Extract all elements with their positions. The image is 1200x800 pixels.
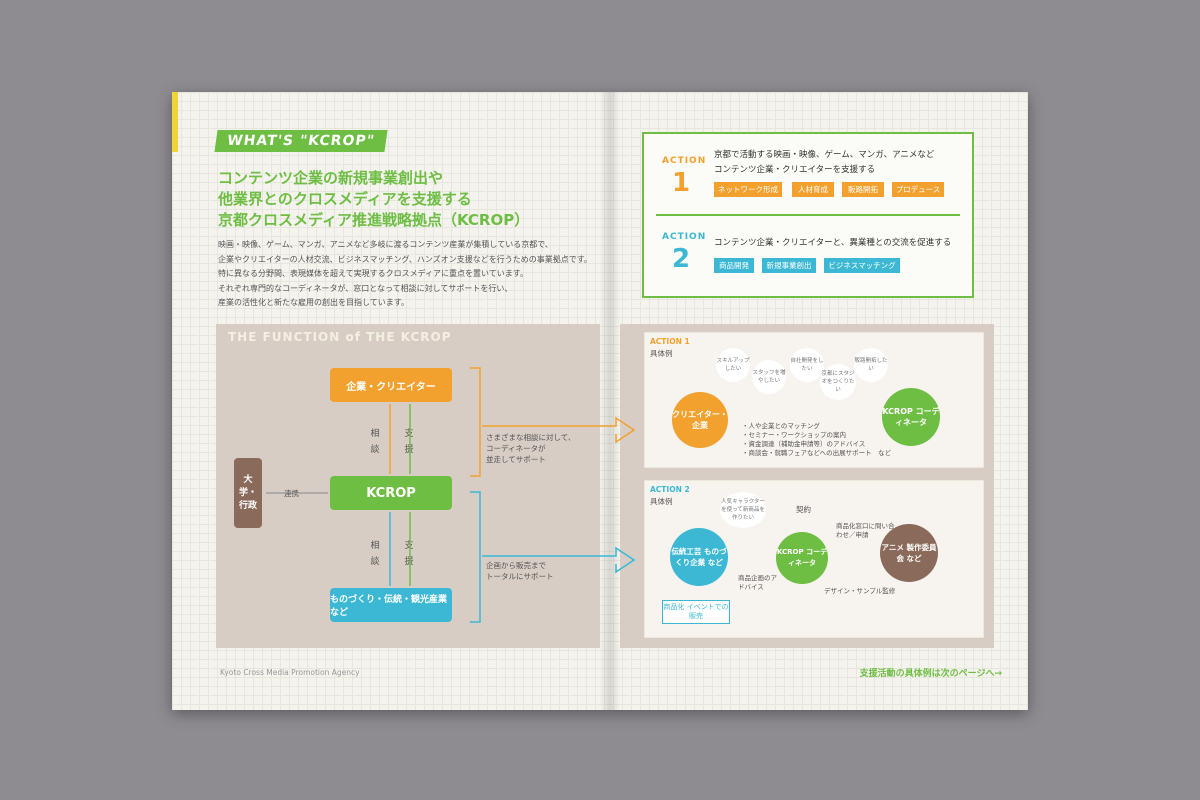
note-line: コーディネータが (486, 444, 546, 453)
bubble: 人気キャラクターを使って新商品を作りたい (720, 492, 766, 528)
action1-number: 1 (672, 168, 691, 198)
soudan-label: 相談 (370, 429, 380, 455)
action1-text-line: コンテンツ企業・クリエイターを支援する (714, 165, 876, 175)
example2-sub: 具体例 (650, 497, 673, 506)
result-box: 商品化 イベントでの販売 (662, 600, 730, 624)
chip-network: ネットワーク形成 (714, 182, 782, 197)
item-line: ・セミナー・ワークショップの案内 (742, 431, 846, 439)
bracket-orange (470, 367, 481, 477)
note-line: 並走してサポート (486, 455, 546, 464)
kcrop-circle: KCROP コーディネータ (882, 388, 940, 446)
bubble: 自社開発をしたい (790, 348, 824, 382)
bubble: スキルアップしたい (716, 348, 750, 382)
note-line: トータルにサポート (486, 572, 554, 581)
contract-label: 契約 (796, 505, 811, 514)
action1-text-line: 京都で活動する映画・映像、ゲーム、マンガ、アニメなど (714, 150, 935, 160)
chip-sales: 販路開拓 (842, 182, 884, 197)
action-box: ACTION 1 京都で活動する映画・映像、ゲーム、マンガ、アニメなど コンテン… (642, 132, 974, 298)
item-line: ・商談会・就職フェアなどへの出展サポート など (742, 449, 892, 457)
lead-line: 他業界とのクロスメディアを支援する (218, 190, 472, 208)
action2-label: ACTION (662, 232, 707, 242)
soudan-label-2: 相談 (370, 541, 380, 567)
example1-items: ・人や企業とのマッチング ・セミナー・ワークショップの案内 ・資金調達（補助金申… (742, 422, 891, 458)
body-line: 企業やクリエイターの人材交流、ビジネスマッチング、ハンズオン支援などを行うための… (218, 254, 592, 264)
lead-heading: コンテンツ企業の新規事業創出や 他業界とのクロスメディアを支援する 京都クロスメ… (218, 168, 529, 231)
bracket-blue (470, 491, 481, 623)
next-page-link[interactable]: 支援活動の具体例は次のページへ→ (859, 669, 1002, 679)
arrow-right-blue (482, 546, 636, 574)
university-box: 大学・行政 (234, 458, 262, 528)
industry-box: ものづくり・伝統・観光産業など (330, 588, 452, 622)
craft-circle: 伝統工芸 ものづくり企業 など (670, 528, 728, 586)
action-divider (656, 214, 960, 216)
kcrop-box: KCROP (330, 476, 452, 510)
function-title: THE FUNCTION of THE KCROP (228, 330, 452, 344)
creator-circle: クリエイター・企業 (672, 392, 728, 448)
chip-produce: プロデュース (892, 182, 944, 197)
item-line: ・人や企業とのマッチング (742, 422, 820, 430)
anime-circle: アニメ 製作委員会 など (880, 524, 938, 582)
footer-left: Kyoto Cross Media Promotion Agency (220, 668, 360, 677)
body-line: それぞれ専門的なコーディネータが、窓口となって相談に対してサポートを行い、 (218, 283, 513, 293)
chip-talent: 人材育成 (792, 182, 834, 197)
note-1: さまざまな相談に対して、 コーディネータが 並走してサポート (486, 432, 575, 465)
note-line: 企画から販売まで (486, 561, 546, 570)
item-line: ・資金調達（補助金申請等）のアドバイス (742, 440, 866, 448)
open-brochure: WHAT'S "KCROP" コンテンツ企業の新規事業創出や 他業界とのクロスメ… (172, 92, 1028, 710)
bubble: スタッフを増やしたい (752, 360, 786, 394)
chip-product: 商品開発 (714, 258, 754, 273)
shien-label-2: 支援 (404, 541, 414, 567)
body-line: 特に異なる分野間、表現媒体を超えて実現するクロスメディアに重点を置いています。 (218, 269, 528, 278)
body-text: 映画・映像、ゲーム、マンガ、アニメなど多岐に渡るコンテンツ産業が集積している京都… (218, 238, 592, 311)
action2-text: コンテンツ企業・クリエイターと、異業種との交流を促進する (714, 238, 952, 248)
example2-title: ACTION 2 (650, 485, 690, 494)
body-line: 産業の活性化と新たな雇用の創出を目指しています。 (218, 298, 409, 307)
advice-label: 商品企画のアドバイス (738, 574, 777, 591)
example1-title: ACTION 1 (650, 337, 690, 346)
bubble: 京都にスタジオをつくりたい (820, 364, 856, 400)
lead-line: コンテンツ企業の新規事業創出や (218, 169, 444, 187)
supervise-label: デザイン・サンプル監修 (824, 587, 896, 595)
example1-sub: 具体例 (650, 349, 673, 358)
action2-number: 2 (672, 244, 691, 274)
arrow-right-orange (482, 416, 636, 444)
bubble: 販路開拓したい (854, 348, 888, 382)
yellow-corner (172, 92, 178, 152)
action1-text: 京都で活動する映画・映像、ゲーム、マンガ、アニメなど コンテンツ企業・クリエイタ… (714, 148, 934, 178)
shien-label: 支援 (404, 429, 414, 455)
note-line: さまざまな相談に対して、 (486, 433, 576, 442)
chip-matching: ビジネスマッチング (824, 258, 900, 273)
action1-label: ACTION (662, 156, 707, 166)
lead-line: 京都クロスメディア推進戦略拠点（KCROP） (218, 211, 530, 229)
note-2: 企画から販売まで トータルにサポート (486, 560, 554, 582)
body-line: 映画・映像、ゲーム、マンガ、アニメなど多岐に渡るコンテンツ産業が集積している京都… (218, 240, 553, 249)
kcrop-circle-2: KCROP コーディネータ (776, 532, 828, 584)
window-label: 商品化窓口に問い合わせ／申請 (836, 522, 895, 539)
chip-newbiz: 新規事業創出 (762, 258, 816, 273)
creator-box: 企業・クリエイター (330, 368, 452, 402)
